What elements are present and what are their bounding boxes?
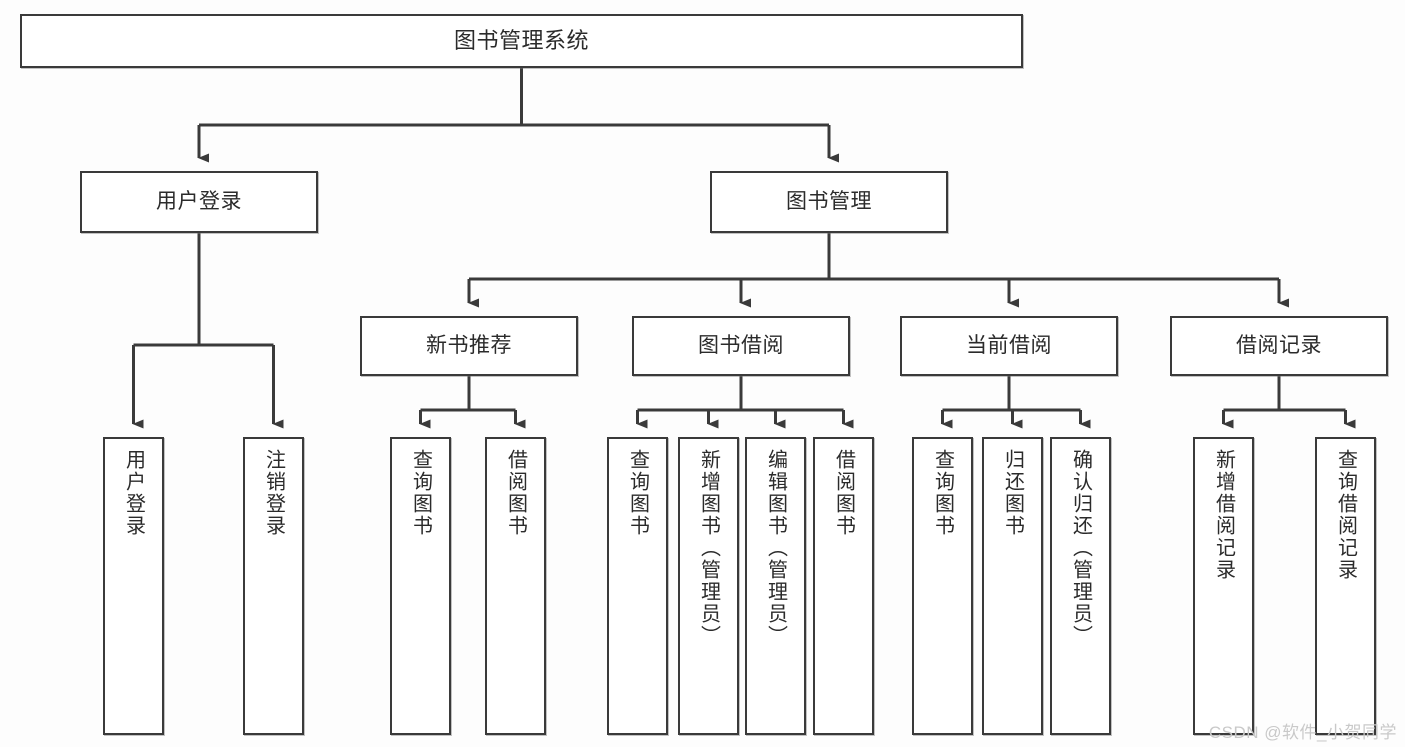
csdn-watermark: CSDN @软件_小贺同学 xyxy=(1208,723,1397,742)
node-leaf-query-book-rec[interactable]: 查询图书 xyxy=(390,437,451,735)
node-leaf-borrow-book[interactable]: 借阅图书 xyxy=(813,437,874,735)
node-book-borrow[interactable]: 图书借阅 xyxy=(632,316,850,376)
node-label: 当前借阅 xyxy=(966,333,1052,357)
node-label: 图书借阅 xyxy=(698,333,784,357)
node-leaf-query-borrow-record[interactable]: 查询借阅记录 xyxy=(1315,437,1376,735)
node-label: 归还图书 xyxy=(1001,449,1024,537)
node-leaf-confirm-return-admin[interactable]: 确认归还（管理员） xyxy=(1050,437,1111,735)
node-borrow-record[interactable]: 借阅记录 xyxy=(1170,316,1388,376)
node-user-login[interactable]: 用户登录 xyxy=(80,171,318,233)
node-new-book-recommend[interactable]: 新书推荐 xyxy=(360,316,578,376)
node-leaf-query-book-current[interactable]: 查询图书 xyxy=(912,437,973,735)
node-leaf-edit-book-admin[interactable]: 编辑图书（管理员） xyxy=(745,437,806,735)
node-leaf-add-borrow-record[interactable]: 新增借阅记录 xyxy=(1193,437,1254,735)
node-label: 借阅图书 xyxy=(504,449,527,537)
node-leaf-add-book-admin[interactable]: 新增图书（管理员） xyxy=(678,437,739,735)
node-current-borrow[interactable]: 当前借阅 xyxy=(900,316,1118,376)
node-label: 确认归还（管理员） xyxy=(1069,449,1092,647)
node-book-management[interactable]: 图书管理 xyxy=(710,171,948,233)
node-leaf-user-login[interactable]: 用户登录 xyxy=(103,437,164,735)
node-label: 借阅记录 xyxy=(1236,333,1322,357)
node-label: 借阅图书 xyxy=(832,449,855,537)
node-label: 查询图书 xyxy=(626,449,649,537)
node-leaf-query-book-borrow[interactable]: 查询图书 xyxy=(607,437,668,735)
node-leaf-borrow-book-rec[interactable]: 借阅图书 xyxy=(485,437,546,735)
node-label: 用户登录 xyxy=(122,449,145,537)
node-root[interactable]: 图书管理系统 xyxy=(20,14,1023,68)
node-label: 图书管理系统 xyxy=(453,28,589,54)
node-label: 新书推荐 xyxy=(426,333,512,357)
node-label: 新增图书（管理员） xyxy=(697,449,720,647)
node-label: 编辑图书（管理员） xyxy=(764,449,787,647)
node-label: 图书管理 xyxy=(786,189,872,213)
node-leaf-logout[interactable]: 注销登录 xyxy=(243,437,304,735)
node-label: 注销登录 xyxy=(262,449,285,537)
node-leaf-return-book[interactable]: 归还图书 xyxy=(982,437,1043,735)
node-label: 用户登录 xyxy=(156,189,242,213)
node-label: 查询借阅记录 xyxy=(1334,449,1357,581)
node-label: 查询图书 xyxy=(409,449,432,537)
node-label: 查询图书 xyxy=(931,449,954,537)
node-label: 新增借阅记录 xyxy=(1212,449,1235,581)
